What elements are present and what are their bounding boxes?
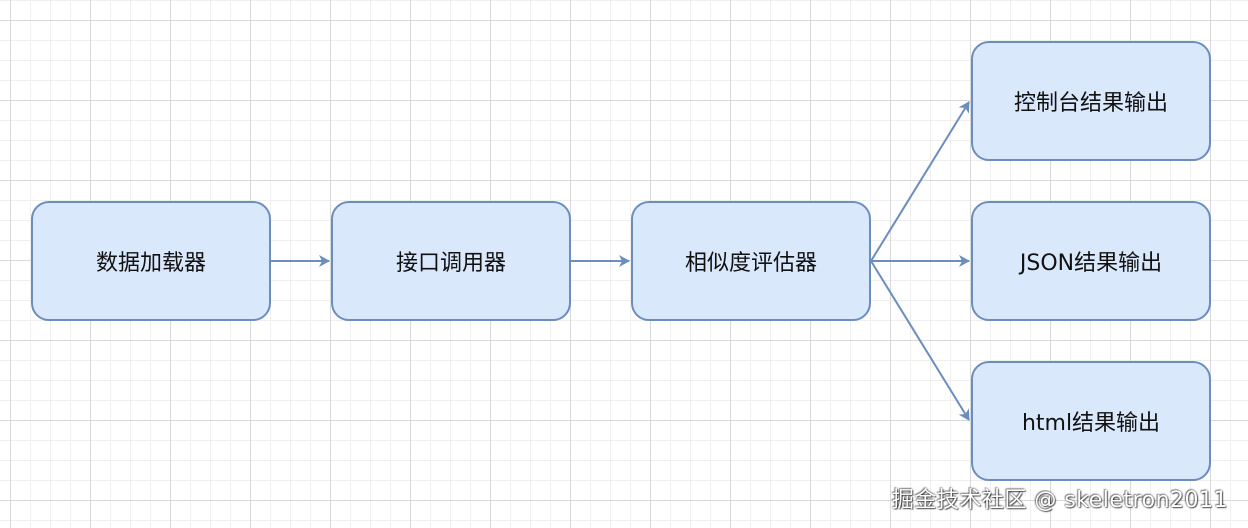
node-label: html结果输出 (1021, 411, 1161, 436)
node-label: 接口调用器 (395, 251, 506, 276)
node-console-output[interactable]: 控制台结果输出 (971, 41, 1211, 161)
node-data-loader[interactable]: 数据加载器 (31, 201, 271, 321)
watermark: 掘金技术社区 @ skeletron2011 (891, 488, 1228, 513)
edge-evaluator-to-console-output[interactable] (870, 101, 970, 262)
node-label: 控制台结果输出 (1013, 91, 1168, 116)
node-label: JSON结果输出 (1019, 251, 1163, 276)
node-html-output[interactable]: html结果输出 (971, 361, 1211, 481)
node-similarity-evaluator[interactable]: 相似度评估器 (631, 201, 871, 321)
edge-evaluator-to-html-output[interactable] (870, 260, 970, 421)
node-label: 相似度评估器 (684, 251, 817, 276)
node-label: 数据加载器 (95, 251, 206, 276)
node-api-caller[interactable]: 接口调用器 (331, 201, 571, 321)
node-json-output[interactable]: JSON结果输出 (971, 201, 1211, 321)
